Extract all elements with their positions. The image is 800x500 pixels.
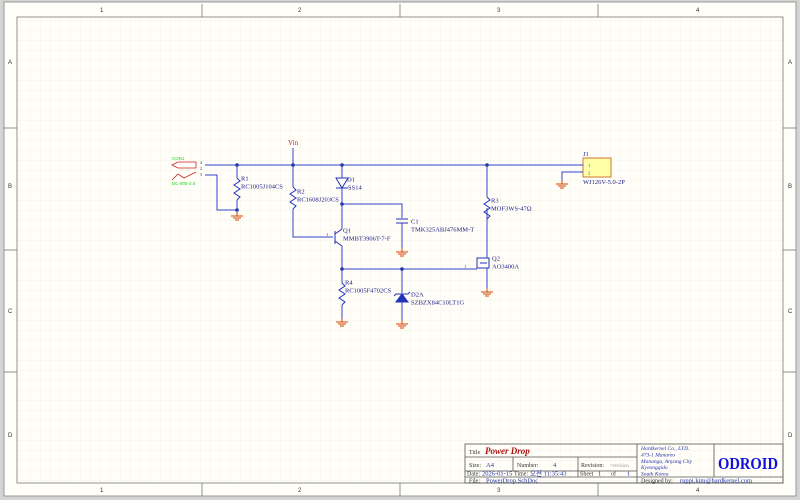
svg-text:Designed by:: Designed by: — [641, 479, 673, 485]
svg-text:Time:: Time: — [514, 472, 528, 478]
resistor-r2[interactable]: R2 RC1608J203CS — [289, 165, 339, 225]
svg-text:C: C — [788, 309, 793, 315]
resistor-r4[interactable]: R4 RC1005F4702CS — [335, 269, 392, 327]
svg-text:RC1005J104CS: RC1005J104CS — [241, 184, 283, 191]
mosfet-q2[interactable]: 1 Q2 AO3400A — [464, 256, 519, 297]
svg-text:Size:: Size: — [469, 463, 481, 469]
title-block: Title Power Drop Size: A4 Number: 4 Revi… — [464, 443, 784, 485]
svg-text:3: 3 — [497, 8, 501, 14]
svg-text:오전 11:35:43: 오전 11:35:43 — [530, 469, 566, 478]
sheet-title: Power Drop — [485, 446, 530, 456]
svg-text:2: 2 — [298, 8, 302, 14]
svg-text:C1: C1 — [411, 219, 419, 226]
svg-text:of: of — [611, 471, 616, 478]
svg-text:A4: A4 — [486, 462, 495, 469]
svg-text:Hardkernel Co., LTD.: Hardkernel Co., LTD. — [640, 446, 689, 452]
svg-text:1: 1 — [588, 163, 590, 168]
svg-text:SS14: SS14 — [348, 185, 362, 192]
diode-d1[interactable]: D1 SS14 — [335, 165, 362, 225]
svg-text:File:: File: — [469, 479, 480, 485]
svg-text:2026-01-15: 2026-01-15 — [482, 471, 512, 478]
svg-text:R1: R1 — [241, 176, 249, 183]
svg-text:MMBT3906T-7-F: MMBT3906T-7-F — [343, 236, 391, 243]
svg-text:4: 4 — [696, 488, 700, 494]
svg-text:=revision: =revision — [610, 464, 629, 469]
svg-text:AO3400A: AO3400A — [492, 264, 519, 271]
svg-text:Title: Title — [469, 450, 480, 456]
svg-text:Manangu, Anyang City: Manangu, Anyang City — [640, 459, 693, 465]
net-label-vin: Vin — [288, 139, 299, 147]
svg-text:1: 1 — [464, 264, 466, 269]
svg-text:3: 3 — [200, 172, 203, 177]
svg-text:R4: R4 — [345, 280, 353, 287]
capacitor-c1[interactable]: C1 TMK325ABJ476MM-T — [395, 218, 474, 257]
svg-text:4: 4 — [200, 160, 203, 165]
svg-text:ruppi.kim@hardkernel.com: ruppi.kim@hardkernel.com — [680, 478, 752, 485]
svg-text:SZBZX84C10LT1G: SZBZX84C10LT1G — [411, 300, 465, 307]
svg-text:D2A: D2A — [411, 292, 424, 299]
svg-text:D1: D1 — [347, 177, 355, 184]
resistor-r3[interactable]: R3 MOF3WS-47Ω — [483, 165, 532, 220]
svg-text:R3: R3 — [491, 198, 499, 205]
svg-text:2: 2 — [298, 488, 302, 494]
svg-text:Kyeonggido: Kyeonggido — [640, 465, 668, 471]
svg-text:1: 1 — [627, 471, 630, 478]
svg-text:DC-005-2.0: DC-005-2.0 — [172, 181, 196, 186]
svg-text:B: B — [8, 184, 12, 190]
svg-text:PowerDrop.SchDoc: PowerDrop.SchDoc — [486, 478, 538, 485]
transistor-q1[interactable]: 1 Q1 MMBT3906T-7-F — [326, 225, 391, 250]
svg-text:B: B — [788, 184, 792, 190]
svg-text:4: 4 — [553, 462, 557, 469]
svg-text:473-1 Manareo: 473-1 Manareo — [641, 451, 675, 458]
svg-text:Q1: Q1 — [343, 228, 351, 235]
svg-text:2: 2 — [588, 171, 590, 176]
svg-text:D: D — [8, 433, 13, 439]
svg-text:Sheet: Sheet — [580, 472, 594, 478]
svg-text:Date:: Date: — [467, 472, 480, 478]
svg-text:R2: R2 — [297, 189, 305, 196]
svg-text:1: 1 — [598, 471, 601, 478]
svg-text:TMK325ABJ476MM-T: TMK325ABJ476MM-T — [411, 227, 474, 234]
drawing-frame — [16, 16, 784, 484]
svg-text:A: A — [788, 60, 792, 66]
svg-text:Number:: Number: — [517, 463, 539, 469]
svg-text:4: 4 — [696, 8, 700, 14]
resistor-r1[interactable]: R1 RC1005J104CS — [230, 165, 283, 221]
svg-text:Q2: Q2 — [492, 256, 500, 263]
svg-text:MOF3WS-47Ω: MOF3WS-47Ω — [491, 206, 532, 213]
svg-text:1: 1 — [100, 488, 104, 494]
connector-j1[interactable]: 1 2 J1 WJ126V-5.0-2P — [555, 151, 625, 189]
svg-text:C: C — [8, 309, 13, 315]
zener-diode-d2a[interactable]: D2A SZBZX84C10LT1G — [393, 292, 465, 329]
zone-dividers — [4, 4, 796, 496]
svg-text:CON1: CON1 — [172, 156, 185, 161]
svg-text:1: 1 — [326, 232, 328, 237]
svg-text:RC1608J203CS: RC1608J203CS — [297, 197, 339, 204]
svg-text:A: A — [8, 60, 12, 66]
connector-con1[interactable]: CON1 DC-005-2.0 4 2 3 — [171, 156, 203, 186]
svg-text:D: D — [788, 433, 793, 439]
svg-text:2: 2 — [200, 166, 202, 171]
svg-text:J1: J1 — [583, 151, 589, 158]
svg-text:RC1005F4702CS: RC1005F4702CS — [345, 288, 392, 295]
svg-text:WJ126V-5.0-2P: WJ126V-5.0-2P — [583, 179, 625, 186]
odroid-logo: ODROID — [718, 454, 778, 473]
svg-text:South Korea: South Korea — [641, 472, 669, 478]
svg-text:Revision:: Revision: — [581, 463, 604, 469]
svg-text:1: 1 — [100, 8, 104, 14]
svg-text:3: 3 — [497, 488, 501, 494]
